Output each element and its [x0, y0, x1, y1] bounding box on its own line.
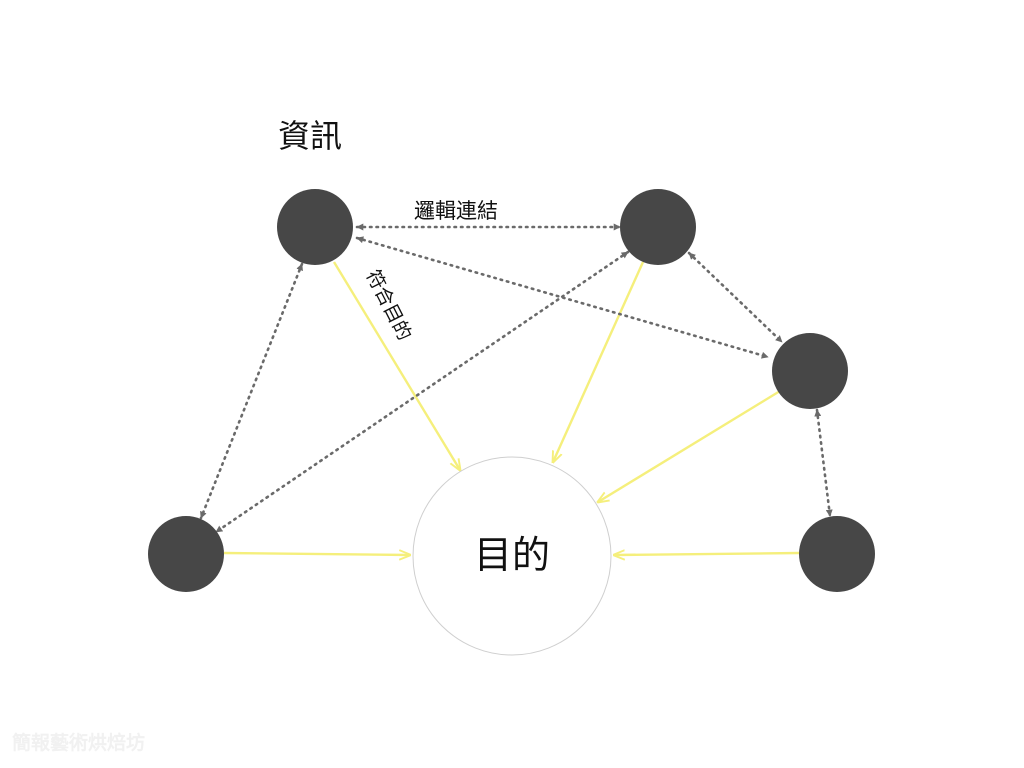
info-node-mid-right	[772, 333, 848, 409]
watermark: 簡報藝術烘焙坊	[12, 732, 146, 754]
logic-link-top-left-bottom-left	[199, 262, 304, 520]
goal-label: 目的	[473, 533, 550, 577]
info-node-bottom-right	[799, 516, 875, 592]
info-node-top-left	[277, 189, 353, 265]
purpose-arrow-bottom-left	[223, 553, 410, 555]
purpose-arrow-top-right	[553, 261, 645, 462]
goal-circle	[412, 456, 612, 656]
purpose-arrow-bottom-right	[614, 553, 800, 555]
logic-link-label: 邏輯連結	[414, 199, 498, 223]
info-node-top-right	[620, 189, 696, 265]
info-node-bottom-left	[148, 516, 224, 592]
logic-link-top-right-mid-right	[687, 251, 784, 344]
logic-link-mid-right-bottom-right	[814, 408, 833, 518]
logic-link-top-right-bottom-left	[214, 250, 630, 534]
purpose-arrow-mid-right	[598, 389, 781, 502]
info-label: 資訊	[278, 117, 343, 155]
